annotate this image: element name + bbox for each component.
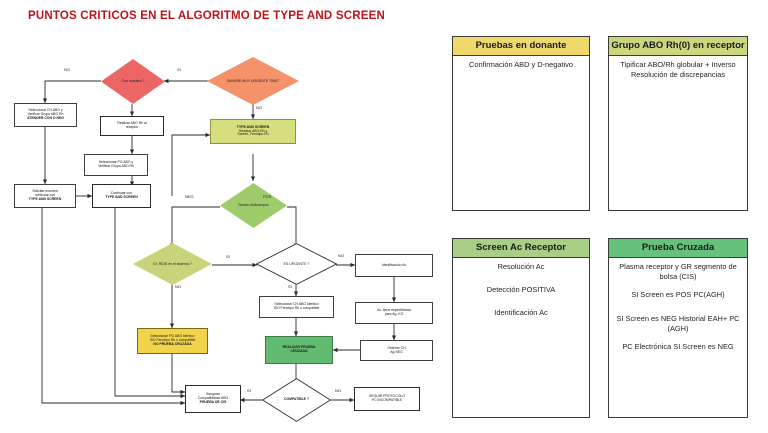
diamond-outline: [256, 243, 337, 285]
decision-gr-rh-sistema[interactable]: Gr. RD/S en el sistema ?: [133, 243, 212, 285]
panel-body-pruebas-donante: Confirmación ABD y D-negativo: [453, 56, 589, 70]
node-text: Seleccionar CH ABO y Verificar Grupo ABO…: [27, 108, 64, 120]
node-text: Seleccionar PG ABO y Verificar Grupo ABO…: [98, 160, 134, 168]
node-asegurar-compatibilidad-abo[interactable]: Asegurar Compatibilidad ABO PRUEBA DE CI…: [185, 385, 241, 413]
node-text: Solicitar muestra continuar con TYPE AND…: [28, 189, 62, 201]
node-continuar-type-and-screen[interactable]: Continuar con TYPE AND SCREEN: [92, 184, 151, 208]
edge-label-si-sangre: SI: [177, 67, 181, 72]
diamond-outline: [262, 378, 331, 422]
panel-line: PC Electrónica SI Screen es NEG: [622, 341, 734, 351]
edge-label-no-sangre: NO: [256, 105, 262, 110]
node-solicitar-muestra[interactable]: Solicitar muestra continuar con TYPE AND…: [14, 184, 76, 208]
node-obtener-ch-ag-neg[interactable]: Obtener CH Ag NEG: [360, 340, 433, 361]
node-text: Seleccionar PG ABO idéntico ISO Fenotipo…: [149, 334, 196, 346]
edge-label-si-urgente: SI: [288, 284, 292, 289]
node-seguir-protocolo-pc-incompatible[interactable]: SEGUIR PROTOCOLO PC INCOMPATIBLE: [354, 387, 420, 411]
node-realizar-abo-rh-receptor[interactable]: Realizar ABO Rh al receptor: [100, 116, 164, 136]
panel-grupo-abo-receptor: Grupo ABO Rh(0) en receptor Tipificar AB…: [608, 36, 748, 211]
node-text: Identificación Ac: [381, 262, 407, 267]
edge-label-si-gr-rh: SI: [226, 254, 230, 259]
panel-body-prueba-cruzada: Plasma receptor y GR segmento de bolsa (…: [609, 258, 747, 352]
panel-line: SI Screen es NEG Historial EAH+ PC (AGH): [616, 313, 740, 333]
edge-label-si-compatible: SI: [247, 388, 251, 393]
panel-body-grupo-abo-receptor: Tipificar ABO/Rh globular + Inverso Reso…: [609, 56, 747, 80]
edge-label-pos-screen: POS: [263, 194, 272, 199]
page-title: PUNTOS CRITICOS EN EL ALGORITMO DE TYPE …: [28, 10, 385, 22]
panel-line: Tipificar ABO/Rh globular + Inverso Reso…: [620, 59, 736, 80]
node-text: SEGUIR PROTOCOLO PC INCOMPATIBLE: [369, 394, 405, 402]
node-text: Obtener CH Ag NEG: [387, 345, 406, 354]
decision-sangre-muy-urgente[interactable]: SANGRE MUY URGENTE "SMC": [207, 57, 299, 105]
panel-body-screen-ac-receptor: Resolución Ac Detección POSITIVA Identif…: [453, 258, 589, 319]
flowchart: Con muestra ? SANGRE MUY URGENTE "SMC" S…: [0, 26, 440, 433]
panel-line: Resolución Ac: [497, 261, 545, 271]
node-seleccionar-ch-identico[interactable]: Seleccionar CH ABO idéntico ISO Fenotipo…: [259, 296, 334, 318]
node-realizar-prueba-cruzada[interactable]: REALIZAR PRUEBA CRUZADA: [265, 336, 333, 364]
decision-es-urgente[interactable]: ES URGENTE ?: [256, 243, 337, 285]
node-ac-especificidad-kg[interactable]: Ac. tiene especificidad para Ag. KG: [355, 302, 433, 324]
panel-line: Confirmación ABD y D-negativo: [469, 59, 573, 69]
panel-pruebas-donante: Pruebas en donante Confirmación ABD y D-…: [452, 36, 590, 211]
node-text: Asegurar Compatibilidad ABO PRUEBA DE CI…: [197, 392, 229, 404]
panel-header-pruebas-donante: Pruebas en donante: [453, 37, 589, 56]
decision-con-muestra-label: Con muestra ?: [121, 79, 145, 84]
node-identificacion-ac[interactable]: Identificación Ac: [355, 254, 433, 277]
node-seleccionar-ch-abo-o-neg[interactable]: Seleccionar CH ABO y Verificar Grupo ABO…: [14, 103, 77, 127]
panel-line: Plasma receptor y GR segmento de bolsa (…: [619, 261, 737, 282]
node-text: Realizar ABO Rh al receptor: [117, 121, 147, 129]
panel-prueba-cruzada: Prueba Cruzada Plasma receptor y GR segm…: [608, 238, 748, 418]
edge-label-no-gr-rh: NO: [175, 284, 181, 289]
node-text: Continuar con TYPE AND SCREEN: [105, 191, 138, 199]
node-text: REALIZAR PRUEBA CRUZADA: [282, 345, 316, 353]
panel-header-prueba-cruzada: Prueba Cruzada: [609, 239, 747, 258]
edge-label-no-con-muestra: NO: [64, 67, 70, 72]
decision-screen-anticuerpos[interactable]: Screen Anticuerpos: [220, 183, 287, 228]
decision-sangre-urgente-label: SANGRE MUY URGENTE "SMC": [226, 78, 280, 83]
decision-con-muestra[interactable]: Con muestra ?: [101, 59, 165, 104]
panel-header-grupo-abo-receptor: Grupo ABO Rh(0) en receptor: [609, 37, 747, 56]
decision-screen-anticuerpos-label: Screen Anticuerpos: [238, 203, 269, 208]
panel-line: Identificación Ac: [494, 308, 548, 318]
node-seleccionar-pg-abo[interactable]: Seleccionar PG ABO y Verificar Grupo ABO…: [84, 154, 148, 176]
node-seleccionar-pg-identico-no-pc[interactable]: Seleccionar PG ABO idéntico ISO Fenotipo…: [137, 328, 208, 354]
decision-compatible-label: COMPATIBLE ?: [284, 397, 309, 402]
edge-label-neg-screen: NEG: [185, 194, 194, 199]
edge-label-no-compatible: NO: [335, 388, 341, 393]
panel-line: Detección POSITIVA: [486, 285, 556, 295]
node-text: Ac. tiene especificidad para Ag. KG: [377, 308, 411, 316]
decision-es-urgente-label: ES URGENTE ?: [283, 261, 310, 266]
decision-compatible[interactable]: COMPATIBLE ?: [262, 378, 331, 422]
node-type-and-screen[interactable]: TYPE AND SCREEN Realizar ABO Rh y Screen…: [210, 119, 296, 144]
node-text: Seleccionar CH ABO idéntico ISO Fenotipo…: [273, 302, 320, 310]
decision-gr-rh-label: Gr. RD/S en el sistema ?: [153, 261, 192, 266]
panel-line: SI Screen es POS PC(AGH): [631, 290, 725, 300]
panel-header-screen-ac-receptor: Screen Ac Receptor: [453, 239, 589, 258]
edge-label-no-urgente: NO: [338, 253, 344, 258]
node-text: TYPE AND SCREEN Realizar ABO Rh y Screen…: [236, 124, 270, 137]
panel-screen-ac-receptor: Screen Ac Receptor Resolución Ac Detecci…: [452, 238, 590, 418]
